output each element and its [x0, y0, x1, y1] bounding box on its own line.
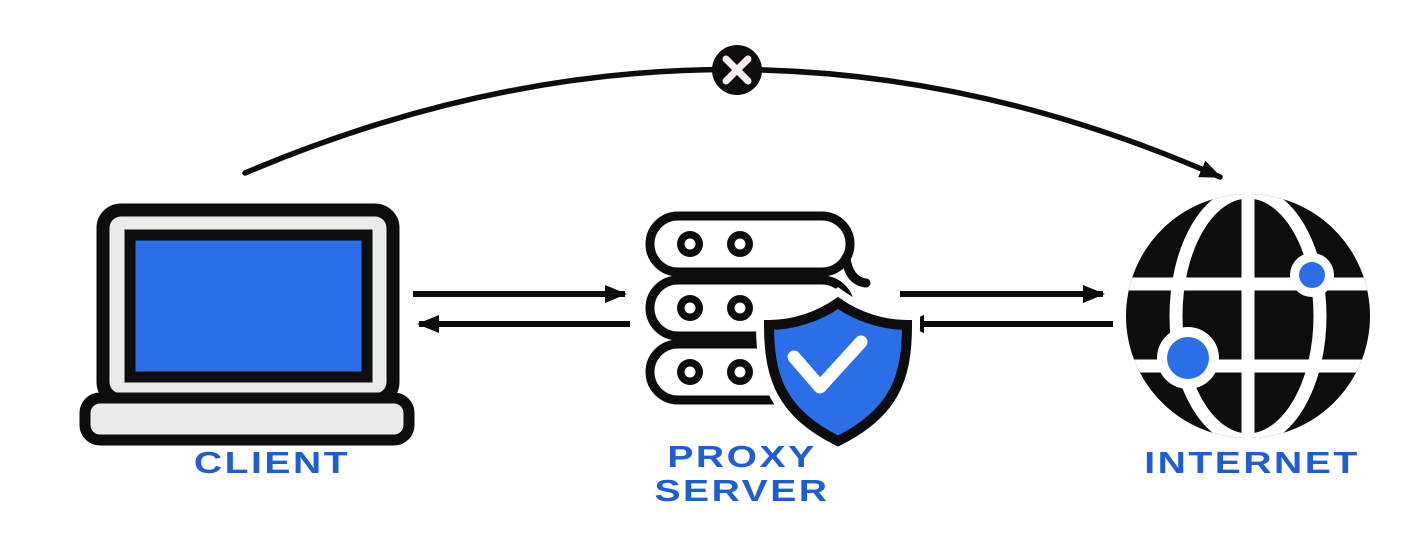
- laptop-screen: [124, 229, 373, 383]
- globe-icon: [1126, 194, 1370, 438]
- shield-check-icon: [755, 287, 921, 456]
- network-node-large: [1167, 337, 1209, 379]
- laptop-icon: [79, 203, 415, 446]
- proxy-server-label: PROXY SERVER: [540, 440, 943, 508]
- server-row-tail: [841, 253, 871, 288]
- client-label: CLIENT: [70, 446, 473, 480]
- client-label-text: CLIENT: [193, 445, 351, 480]
- internet-label-text: INTERNET: [1144, 445, 1360, 480]
- blocked-x-icon: [712, 45, 762, 95]
- proxy-server-icon: [645, 211, 921, 456]
- client-proxy-arrows: [413, 285, 630, 333]
- network-node-small: [1299, 262, 1325, 288]
- x-glyph: [722, 55, 752, 85]
- check-glyph: [787, 335, 868, 394]
- proxy-label-line2: SERVER: [654, 473, 830, 508]
- proxy-label-line1: PROXY: [667, 439, 817, 474]
- globe-network-nodes: [1157, 253, 1334, 389]
- laptop-base: [79, 392, 415, 446]
- internet-label: INTERNET: [1050, 446, 1407, 480]
- server-indicator-lights: [677, 231, 753, 385]
- proxy-internet-arrows: [900, 285, 1113, 333]
